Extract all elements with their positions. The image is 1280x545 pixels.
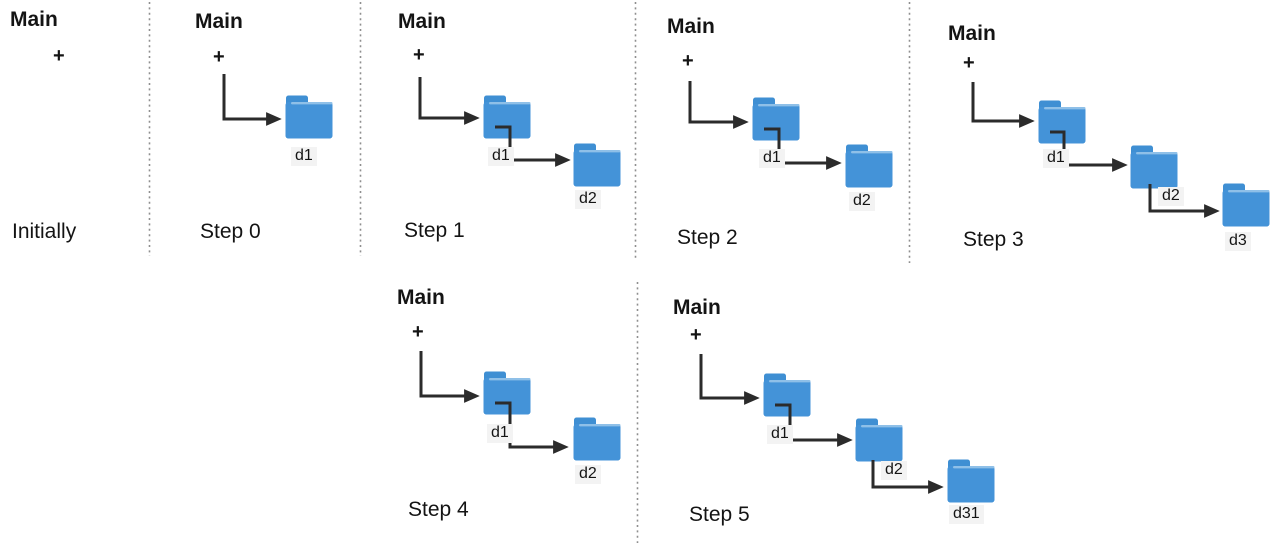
folder-label: d31 [949,505,984,524]
arrow-d2-to-d3 [1148,184,1220,218]
folder-label: d2 [575,190,601,209]
plus-operator: + [682,50,694,72]
arrow-d1-to-d2 [495,125,571,167]
arrow-d2-to-d31 [871,460,944,494]
folder-label: d2 [575,465,601,484]
panel-caption: Step 3 [963,228,1024,251]
root-label: Main [195,10,243,33]
plus-operator: + [213,46,225,68]
root-label: Main [10,8,58,31]
arrow-main-to-d1 [222,74,282,126]
arrow-d1-to-d2 [764,127,842,170]
folder-label: d1 [767,425,793,444]
folder-label: d1 [487,424,513,443]
plus-operator: + [963,52,975,74]
folder-label: d2 [1158,187,1184,206]
folder-label: d2 [849,192,875,211]
panel-caption: Step 0 [200,220,261,243]
arrow-main-to-d1 [688,81,749,129]
folder-label: d1 [1043,149,1069,168]
panel-caption: Step 5 [689,503,750,526]
panel-caption: Initially [12,220,77,243]
panel-caption: Step 1 [404,219,465,242]
root-label: Main [673,296,721,319]
folder-label: d1 [759,149,785,168]
panel-caption: Step 2 [677,226,738,249]
panel-caption: Step 4 [408,498,469,521]
arrow-main-to-d1 [418,77,480,125]
arrow-d1-to-d2 [775,403,853,447]
arrow-main-to-d1 [699,354,760,405]
arrow-d1-to-d2 [1050,130,1128,172]
arrow-main-to-d1 [971,82,1035,128]
plus-operator: + [53,45,65,67]
folder-label: d1 [291,147,317,166]
root-label: Main [667,15,715,38]
plus-operator: + [412,321,424,343]
arrow-main-to-d1 [419,351,480,403]
root-label: Main [398,10,446,33]
plus-operator: + [690,324,702,346]
folder-label: d2 [881,461,907,480]
plus-operator: + [413,44,425,66]
folder-label: d3 [1225,232,1251,251]
root-label: Main [397,286,445,309]
root-label: Main [948,22,996,45]
folder-label: d1 [488,147,514,166]
